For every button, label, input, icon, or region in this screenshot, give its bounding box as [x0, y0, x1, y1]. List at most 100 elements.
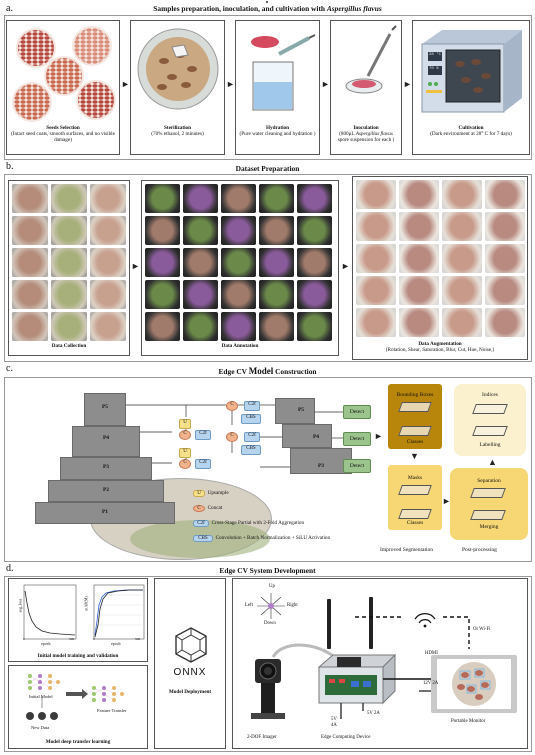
- section-b-title: Dataset Preparation: [235, 164, 300, 173]
- hardware-panel: Up Down Left Right HDMI Or Wi-Fi 12V 2A …: [232, 578, 528, 749]
- hydration-panel: Hydration (Pure water cleaning and hydra…: [235, 20, 320, 155]
- monitor-power-label: 12V 2A: [423, 681, 439, 686]
- indices-layer-1: [472, 404, 508, 414]
- plot1-tick-0: 0: [23, 637, 25, 641]
- mask-branch: Masks Classes: [388, 465, 442, 530]
- bbox-layer-2: [398, 426, 432, 436]
- backbone-p3: P3: [60, 457, 152, 480]
- grid-annotation-tile: [259, 280, 294, 309]
- transfer-caption: Model deep transfer learning: [45, 739, 111, 745]
- imager-caption: 2-DOF Imager: [247, 735, 277, 740]
- grid-annotation-tile: [297, 184, 332, 213]
- bounding-box-branch: Bounding Boxes Classes: [388, 384, 442, 449]
- grid-annotation-tile: [183, 248, 218, 277]
- legend-upsample: U Upsample: [193, 490, 229, 497]
- inoculation-detail-pre: (800μL: [339, 131, 356, 137]
- plot2-ylabel: mAP(M): [83, 596, 89, 611]
- section-d-label: d.: [6, 563, 14, 574]
- grid-augment-tile: [356, 276, 396, 305]
- backbone-p4: P4: [72, 426, 140, 457]
- neck-p5: P5: [275, 398, 315, 424]
- grid-collection-tile: [51, 216, 87, 245]
- separation-layer-2: [470, 510, 506, 520]
- backbone-p2: P2: [48, 480, 164, 502]
- classes-label-2: Classes: [406, 520, 424, 526]
- data-collection-title: Data Collection: [51, 343, 87, 349]
- grid-augment-tile: [442, 180, 482, 209]
- arrow-a3: ►: [321, 79, 330, 89]
- indices-layer-2: [472, 426, 508, 436]
- incubator-illustration: [421, 30, 522, 113]
- grid-collection-tile: [90, 216, 126, 245]
- grid-annotation-tile: [221, 216, 256, 245]
- sterilization-title: Sterilization: [163, 125, 192, 131]
- concat-node-3: C: [226, 401, 238, 411]
- seeds-selection-title: Seeds Selection: [46, 125, 80, 131]
- section-a-label: a.: [6, 3, 13, 14]
- bounding-boxes-label: Bounding Boxes: [396, 392, 434, 398]
- grid-augment-tile: [485, 308, 525, 337]
- cultivation-panel: 28 °C 70 % Cultivation (Dark environment…: [412, 20, 530, 155]
- labelling-label: Labelling: [479, 442, 501, 448]
- neck-p4: P4: [282, 424, 332, 448]
- grid-collection-tile: [12, 248, 48, 277]
- hdmi-label: HDMI: [425, 651, 438, 656]
- seeds-selection-caption: Seeds Selection (Intact seed coats, smoo…: [9, 125, 117, 143]
- grid-collection-tile: [12, 184, 48, 213]
- separation-label: Separation: [477, 478, 501, 484]
- sterilization-panel: Sterilization (70% ethanol, 2 minutes): [130, 20, 225, 155]
- onnx-logo-icon: [175, 627, 207, 663]
- training-caption: Initial model training and validation: [37, 653, 119, 659]
- grid-collection-tile: [90, 312, 126, 341]
- legend-concat: C Concat: [193, 505, 222, 512]
- sterilization-detail: (70% ethanol, 2 minutes): [151, 131, 204, 137]
- seeds-selection-detail: (Intact seed coats, smooth surfaces, and…: [11, 131, 115, 143]
- grid-annotation-tile: [183, 216, 218, 245]
- device-caption: Edge Computing Device: [321, 735, 371, 740]
- direction-right-label: Right: [287, 603, 298, 608]
- direction-down-label: Down: [264, 621, 276, 626]
- sterilization-caption: Sterilization (70% ethanol, 2 minutes): [133, 125, 222, 137]
- arrow-c1: ►: [374, 431, 383, 441]
- grid-augment-tile: [485, 180, 525, 209]
- inoculation-title: Inoculation: [353, 125, 379, 131]
- inoculation-detail-species: Aspergillus flavus: [355, 131, 393, 137]
- backbone-p5: P5: [84, 393, 126, 426]
- incubator-temp-display: 28 °C: [429, 53, 442, 57]
- grid-annotation-tile: [221, 184, 256, 213]
- hydration-beaker-illustration: [251, 34, 316, 111]
- grid-annotation-tile: [145, 248, 180, 277]
- grid-augment-tile: [442, 244, 482, 273]
- grid-annotation-tile: [259, 248, 294, 277]
- cultivation-title: Cultivation: [458, 125, 484, 131]
- grid-annotation-tile: [221, 280, 256, 309]
- separation-branch: Separation Merging: [450, 468, 528, 540]
- grid-collection-tile: [51, 280, 87, 309]
- data-annotation-title: Data Annotation: [221, 343, 259, 349]
- grid-annotation-tile: [221, 248, 256, 277]
- grid-annotation-tile: [259, 312, 294, 341]
- section-c-title: Edge CV Model Construction: [0, 366, 535, 376]
- concat-node-2: C: [179, 459, 191, 469]
- initial-model-label: Initial Model: [29, 694, 53, 699]
- detect-head-p4: Detect: [343, 432, 371, 446]
- concat-node-1: C: [179, 430, 191, 440]
- grid-annotation-tile: [297, 312, 332, 341]
- section-d-title: Edge CV System Development: [219, 566, 316, 575]
- grid-annotation-tile: [183, 280, 218, 309]
- arrow-c3: ▲: [488, 457, 497, 467]
- section-a-title-species: Aspergillus flavus: [326, 4, 382, 13]
- grid-augment-tile: [356, 244, 396, 273]
- section-c-title-model: Model: [248, 366, 274, 376]
- data-annotation-panel: Data Annotation: [141, 180, 339, 356]
- indices-branch: Indices Labelling: [454, 384, 526, 456]
- inoculation-caption: Inoculation (800μL Aspergillus flavus sp…: [333, 125, 399, 143]
- onnx-text: ONNX: [173, 667, 207, 678]
- grid-augment-tile: [485, 244, 525, 273]
- new-data-label: New Data: [31, 725, 50, 730]
- grid-collection-tile: [51, 248, 87, 277]
- separation-layer-1: [470, 488, 506, 498]
- c2f-node-3: C2f: [244, 401, 260, 411]
- upsample-node-2: U: [179, 448, 191, 458]
- data-collection-panel: Data Collection: [8, 180, 130, 356]
